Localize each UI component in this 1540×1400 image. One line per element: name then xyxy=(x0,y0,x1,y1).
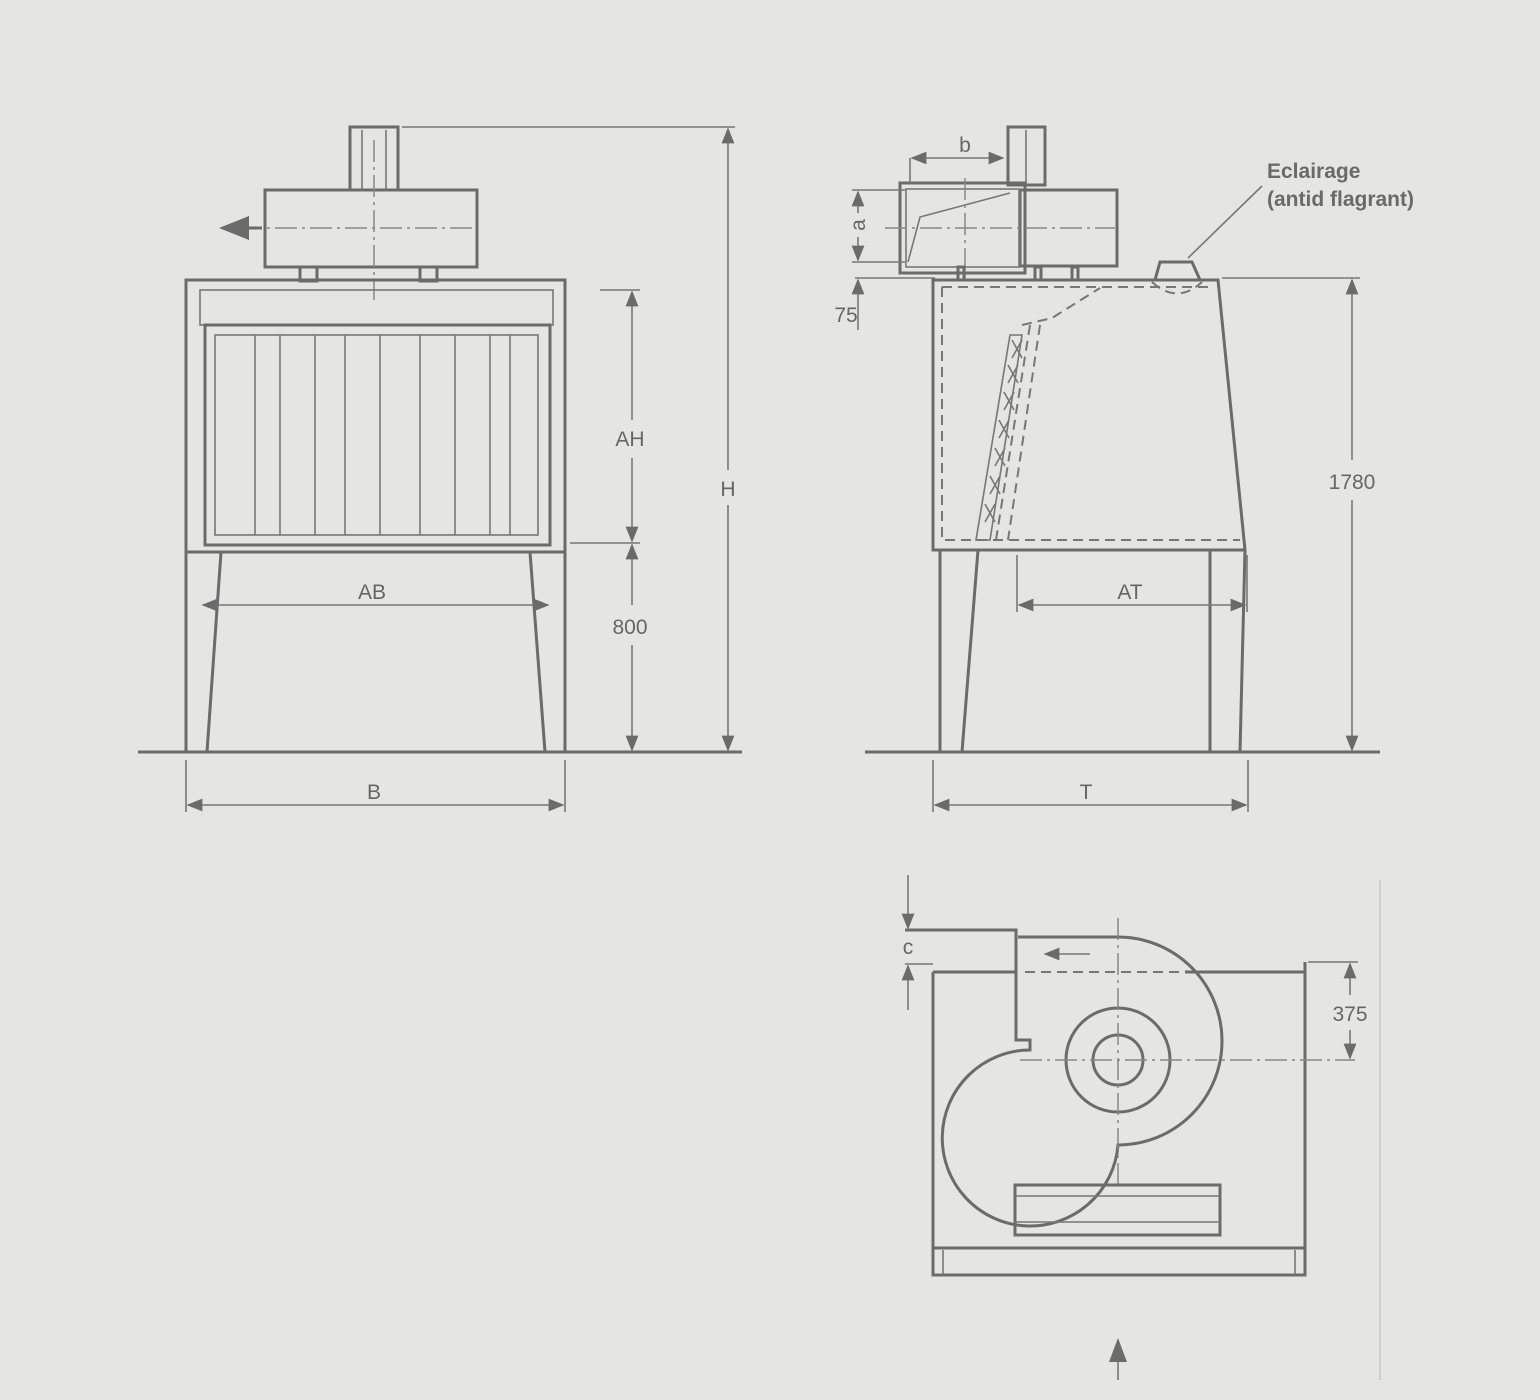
filter-unit xyxy=(1013,1183,1222,1237)
fan-scroll xyxy=(905,928,1224,1228)
label-AH: AH xyxy=(615,428,644,451)
label-b: b xyxy=(959,134,971,157)
label-800: 800 xyxy=(612,616,647,639)
exhaust-duct xyxy=(263,188,479,269)
label-B: B xyxy=(367,781,381,804)
label-375: 375 xyxy=(1332,1003,1367,1026)
plan-view: c 375 xyxy=(901,875,1381,1380)
label-75: 75 xyxy=(834,304,857,327)
view-direction-arrow xyxy=(1109,1338,1127,1362)
label-T: T xyxy=(1080,781,1093,804)
booth-body xyxy=(931,278,1247,552)
label-1780: 1780 xyxy=(1329,471,1376,494)
label-AT: AT xyxy=(1117,581,1142,604)
side-view: b a 75 Eclairage (antid flagrant) AT xyxy=(834,125,1414,812)
callout-eclairage: Eclairage xyxy=(1267,160,1360,183)
booth-body xyxy=(184,278,567,554)
label-a: a xyxy=(847,219,870,231)
filter-frame xyxy=(203,323,552,547)
callout-antideflagrant: (antid flagrant) xyxy=(1267,188,1414,211)
front-view: AB B AH 800 H xyxy=(138,125,742,812)
label-AB: AB xyxy=(358,581,386,604)
label-c: c xyxy=(903,936,914,959)
label-H: H xyxy=(720,478,735,501)
light-fixture xyxy=(1153,260,1202,281)
filter-panel xyxy=(975,334,1023,541)
